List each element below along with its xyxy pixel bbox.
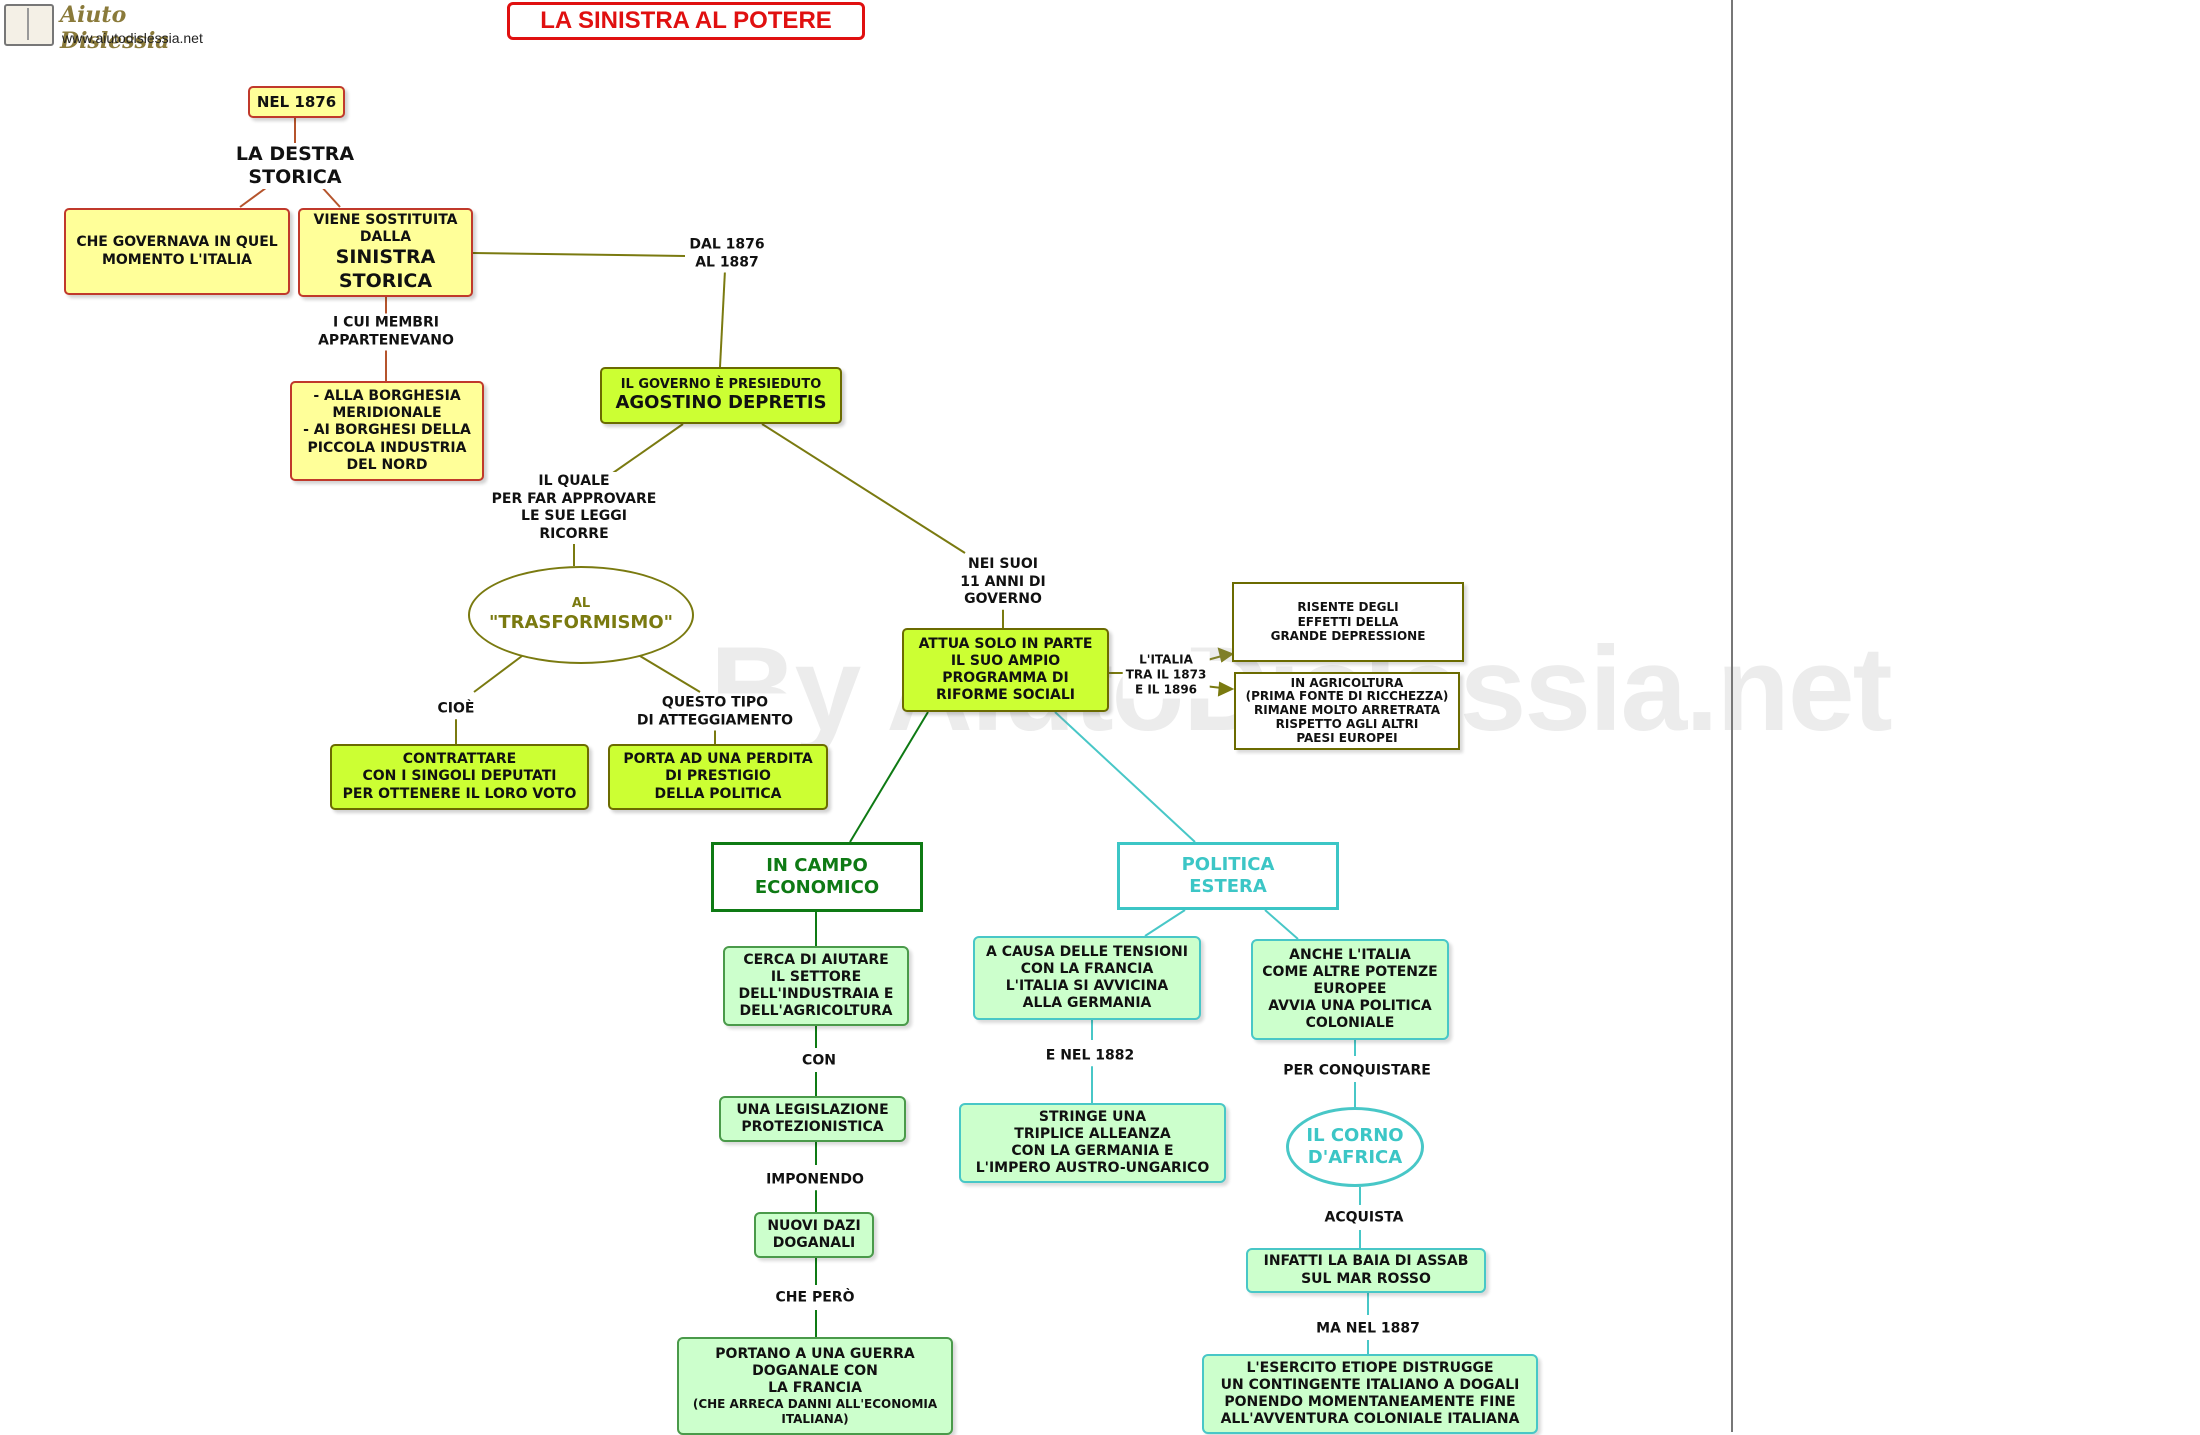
line-trasf-cioe — [473, 655, 523, 693]
arrowhead-agricoltura — [1217, 681, 1235, 697]
label-ma-nel-1887: MA NEL 1887 — [1313, 1319, 1423, 1339]
node-governo-depretis: IL GOVERNO È PRESIEDUTO AGOSTINO DEPRETI… — [600, 367, 842, 424]
node-tensioni-francia: A CAUSA DELLE TENSIONI CON LA FRANCIA L'… — [973, 936, 1201, 1020]
label-acquista: ACQUISTA — [1321, 1208, 1407, 1228]
node-agricoltura-arretrata: IN AGRICOLTURA (PRIMA FONTE DI RICCHEZZA… — [1234, 672, 1460, 750]
arrowhead-risente — [1217, 647, 1235, 663]
node-baia-assab: INFATTI LA BAIA DI ASSAB SUL MAR ROSSO — [1246, 1248, 1486, 1293]
label-nei-suoi: NEI SUOI 11 ANNI DI GOVERNO — [957, 554, 1049, 610]
node-perdita-prestigio: PORTA AD UNA PERDITA DI PRESTIGIO DELLA … — [608, 744, 828, 810]
line-attua-campo — [849, 711, 929, 843]
label-imponendo: IMPONENDO — [763, 1170, 867, 1190]
label-dal-1876: DAL 1876 AL 1887 — [686, 235, 768, 273]
line-trasf-questo — [639, 655, 701, 693]
node-borghesia: - ALLA BORGHESIA MERIDIONALE - AI BORGHE… — [290, 381, 484, 481]
governo-intro: IL GOVERNO È PRESIEDUTO — [620, 376, 822, 392]
line-sostituita-dal1876 — [472, 252, 686, 257]
node-guerra-doganale: PORTANO A UNA GUERRA DOGANALE CON LA FRA… — [677, 1337, 953, 1435]
node-dogali: L'ESERCITO ETIOPE DISTRUGGE UN CONTINGEN… — [1202, 1354, 1538, 1434]
node-grande-depressione: RISENTE DEGLI EFFETTI DELLA GRANDE DEPRE… — [1232, 582, 1464, 662]
node-politica-estera: POLITICA ESTERA — [1117, 842, 1339, 910]
line-attua-politica — [1054, 711, 1196, 843]
node-triplice-alleanza: STRINGE UNA TRIPLICE ALLEANZA CON LA GER… — [959, 1103, 1226, 1183]
sinistra-name: SINISTRA STORICA — [335, 246, 436, 292]
node-legislazione: UNA LEGISLAZIONE PROTEZIONISTICA — [719, 1096, 906, 1142]
book-icon — [4, 4, 54, 46]
line-politica-anche — [1264, 909, 1299, 940]
node-corno-africa: IL CORNO D'AFRICA — [1286, 1107, 1424, 1187]
line-governo-quale — [609, 423, 684, 476]
node-sinistra-storica: VIENE SOSTITUITA DALLA SINISTRA STORICA — [298, 208, 473, 297]
label-membri: I CUI MEMBRI APPARTENEVANO — [315, 313, 457, 351]
node-politica-coloniale: ANCHE L'ITALIA COME ALTRE POTENZE EUROPE… — [1251, 939, 1449, 1040]
label-per-conquistare: PER CONQUISTARE — [1280, 1061, 1434, 1081]
node-nel-1876: NEL 1876 — [248, 86, 345, 118]
guerra-main: PORTANO A UNA GUERRA DOGANALE CON LA FRA… — [715, 1345, 915, 1396]
page-title: LA SINISTRA AL POTERE — [507, 2, 865, 40]
label-che-pero: CHE PERÒ — [772, 1288, 858, 1308]
line-politica-tensioni — [1144, 909, 1186, 937]
guerra-note: (CHE ARRECA DANNI ALL'ECONOMIA ITALIANA) — [692, 1396, 938, 1426]
node-destra-storica: LA DESTRA STORICA — [210, 143, 380, 189]
site-logo[interactable]: Aiuto Dislessia www.aiutodislessia.net — [0, 0, 215, 54]
label-questo-tipo: QUESTO TIPO DI ATTEGGIAMENTO — [633, 693, 797, 731]
page-edge-divider — [1731, 0, 1733, 1432]
label-con: CON — [799, 1051, 839, 1071]
label-cioe: CIOÈ — [434, 699, 478, 719]
node-campo-economico: IN CAMPO ECONOMICO — [711, 842, 923, 912]
label-italia-1873: L'ITALIA TRA IL 1873 E IL 1896 — [1122, 651, 1210, 699]
node-trasformismo: AL "TRASFORMISMO" — [468, 566, 694, 664]
logo-url: www.aiutodislessia.net — [62, 30, 203, 46]
label-il-quale: IL QUALE PER FAR APPROVARE LE SUE LEGGI … — [488, 472, 660, 544]
node-attua-riforme: ATTUA SOLO IN PARTE IL SUO AMPIO PROGRAM… — [902, 628, 1109, 712]
node-contrattare: CONTRATTARE CON I SINGOLI DEPUTATI PER O… — [330, 744, 589, 810]
label-nel-1882: E NEL 1882 — [1042, 1046, 1138, 1066]
node-governava: CHE GOVERNAVA IN QUEL MOMENTO L'ITALIA — [64, 208, 290, 295]
trasformismo-name: "TRASFORMISMO" — [488, 611, 674, 633]
sinistra-intro: VIENE SOSTITUITA DALLA — [313, 212, 458, 246]
line-governo-nei — [761, 423, 966, 554]
node-cerca-aiutare: CERCA DI AIUTARE IL SETTORE DELL'INDUSTR… — [723, 946, 909, 1026]
logo-name: Aiuto Dislessia — [60, 2, 170, 54]
trasformismo-intro: AL — [571, 596, 591, 612]
node-nuovi-dazi: NUOVI DAZI DOGANALI — [754, 1212, 874, 1258]
line-dal1876-governo — [719, 269, 726, 368]
governo-name: AGOSTINO DEPRETIS — [615, 392, 827, 414]
